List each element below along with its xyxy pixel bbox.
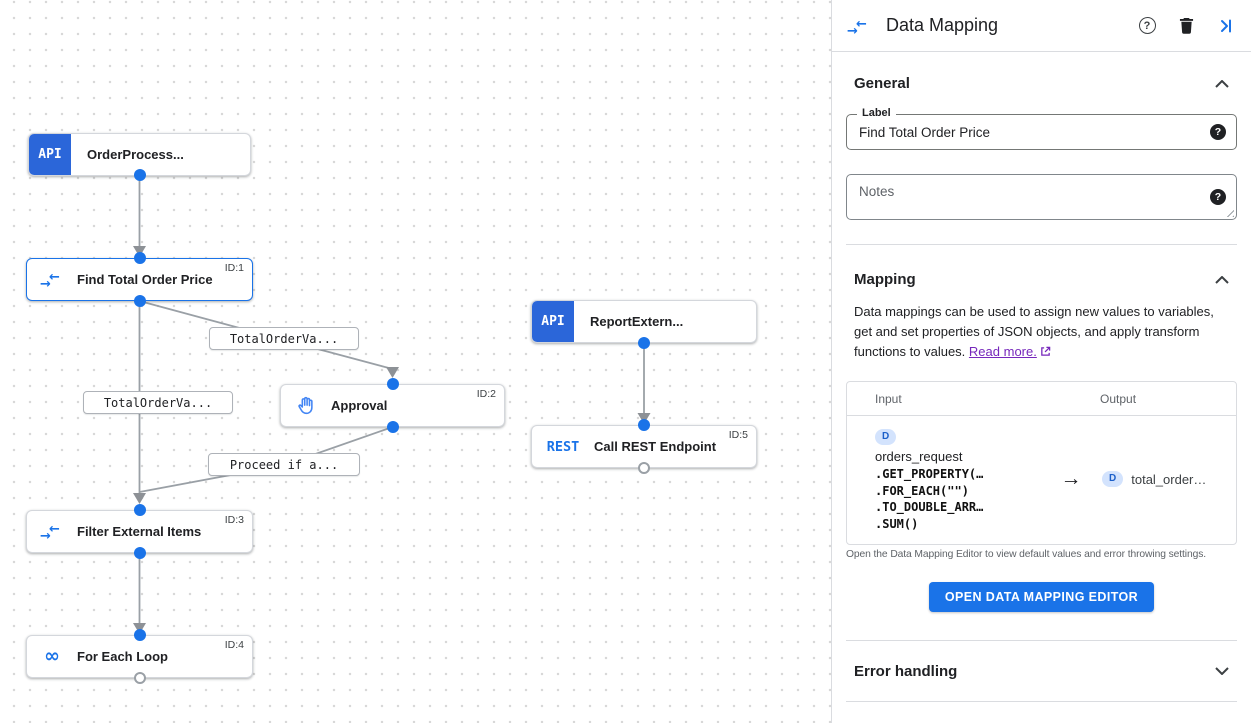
notes-input[interactable] [847,175,1210,219]
section-divider [846,244,1237,245]
error-handling-toggle[interactable]: Error handling [846,641,1237,701]
connection-point[interactable] [133,169,146,181]
mapping-description-text: Data mappings can be used to assign new … [854,304,1214,359]
data-mapping-icon: →← [847,16,867,39]
edge-label[interactable]: Proceed if a... [208,453,360,476]
transform-function: .GET_PROPERTY(… [875,467,984,481]
node-label: Find Total Order Price [77,272,213,287]
node-for-each-loop[interactable]: ∞ For Each Loop ID:4 [26,635,253,678]
mapping-description: Data mappings can be used to assign new … [854,302,1229,363]
connection-point[interactable] [133,295,146,307]
node-order-process[interactable]: API OrderProcess... [28,133,251,176]
api-trigger-badge: API [532,301,574,342]
transform-function: .TO_DOUBLE_ARR… [875,500,984,514]
section-error-handling: Error handling [832,641,1251,702]
resize-handle[interactable] [1225,208,1234,217]
workflow-canvas[interactable]: API OrderProcess... →← Find Total Order … [0,0,831,723]
connection-point[interactable] [133,547,146,559]
mapping-table-header: Input Output [847,382,1236,416]
node-approval[interactable]: Approval ID:2 [280,384,505,427]
general-section-toggle[interactable]: General [846,75,1237,92]
node-label: Approval [331,398,388,413]
config-panel: →← Data Mapping ? General Label [831,0,1251,723]
api-trigger-badge: API [29,134,71,175]
mapping-output-cell: D total_order… [1102,426,1236,532]
mapping-helper-text: Open the Data Mapping Editor to view def… [846,549,1207,560]
transform-function: .FOR_EACH("") [875,483,969,498]
loop-icon: ∞ [44,644,60,667]
node-find-total-order-price[interactable]: →← Find Total Order Price ID:1 [26,258,253,301]
trash-icon[interactable] [1176,16,1196,36]
help-icon[interactable]: ? [1137,16,1157,36]
edge-label[interactable]: TotalOrderVa... [209,327,359,350]
mapping-arrow-icon: → [1060,467,1082,490]
input-column-header: Input [875,391,902,406]
node-report-extern[interactable]: API ReportExtern... [531,300,757,343]
panel-title: Data Mapping [886,15,999,35]
read-more-link[interactable]: Read more. [968,344,1037,359]
node-id-tag: ID:1 [224,262,244,274]
collapse-panel-icon[interactable] [1215,16,1235,36]
connection-point[interactable] [133,504,146,516]
connection-point[interactable] [638,419,650,431]
output-variable-name: total_order… [1131,471,1207,487]
connection-point[interactable] [133,252,146,264]
edge-label[interactable]: TotalOrderVa... [83,391,233,414]
chevron-up-icon [1215,275,1229,284]
approval-hand-icon [295,395,317,417]
data-mapping-icon: →← [40,521,60,544]
connection-point-empty[interactable] [638,462,650,474]
open-data-mapping-editor-button[interactable]: OPEN DATA MAPPING EDITOR [928,582,1155,612]
data-type-badge: D [1102,471,1124,487]
node-id-tag: ID:3 [224,514,244,526]
data-mapping-icon: →← [40,269,60,292]
label-field-label: Label [857,107,896,119]
connection-point[interactable] [133,629,146,641]
mapping-heading: Mapping [854,271,916,288]
mapping-input-cell: D orders_request .GET_PROPERTY(… .FOR_EA… [847,426,1040,532]
section-mapping: Mapping Data mappings can be used to ass… [832,271,1251,641]
section-divider [846,701,1237,702]
connection-point-empty[interactable] [133,672,146,684]
input-variable-name: orders_request [875,449,963,464]
external-link-icon [1040,343,1051,363]
node-id-tag: ID:5 [728,429,748,441]
chevron-down-icon [1215,667,1229,675]
notes-help-icon[interactable]: ? [1210,189,1226,205]
mapping-table: Input Output D orders_request .GET_PROPE… [846,381,1237,545]
notes-field: ? [846,174,1237,220]
section-general: General Label ? ? [832,75,1251,245]
panel-header: →← Data Mapping ? [832,0,1251,52]
node-label: Call REST Endpoint [594,439,717,454]
edges-layer [133,175,651,634]
section-divider [846,640,1237,641]
connection-point[interactable] [386,421,399,433]
data-type-badge: D [875,429,897,445]
connection-point[interactable] [386,378,399,390]
mapping-section-toggle[interactable]: Mapping [846,271,1237,288]
general-heading: General [854,75,910,92]
node-label: OrderProcess... [87,147,184,162]
node-label: Filter External Items [77,524,202,539]
label-field: Label ? [846,107,1237,150]
node-label: ReportExtern... [590,314,684,329]
connection-point[interactable] [638,337,650,349]
chevron-up-icon [1215,79,1229,88]
label-help-icon[interactable]: ? [1210,124,1226,140]
output-column-header: Output [1100,391,1137,406]
node-filter-external-items[interactable]: →← Filter External Items ID:3 [26,510,253,553]
rest-badge: REST [546,438,580,455]
label-input[interactable] [847,124,1210,140]
error-handling-heading: Error handling [854,662,958,680]
node-id-tag: ID:4 [224,639,244,651]
node-id-tag: ID:2 [476,388,496,400]
node-label: For Each Loop [77,649,168,664]
mapping-row[interactable]: D orders_request .GET_PROPERTY(… .FOR_EA… [847,416,1236,544]
transform-function: .SUM() [875,516,919,531]
